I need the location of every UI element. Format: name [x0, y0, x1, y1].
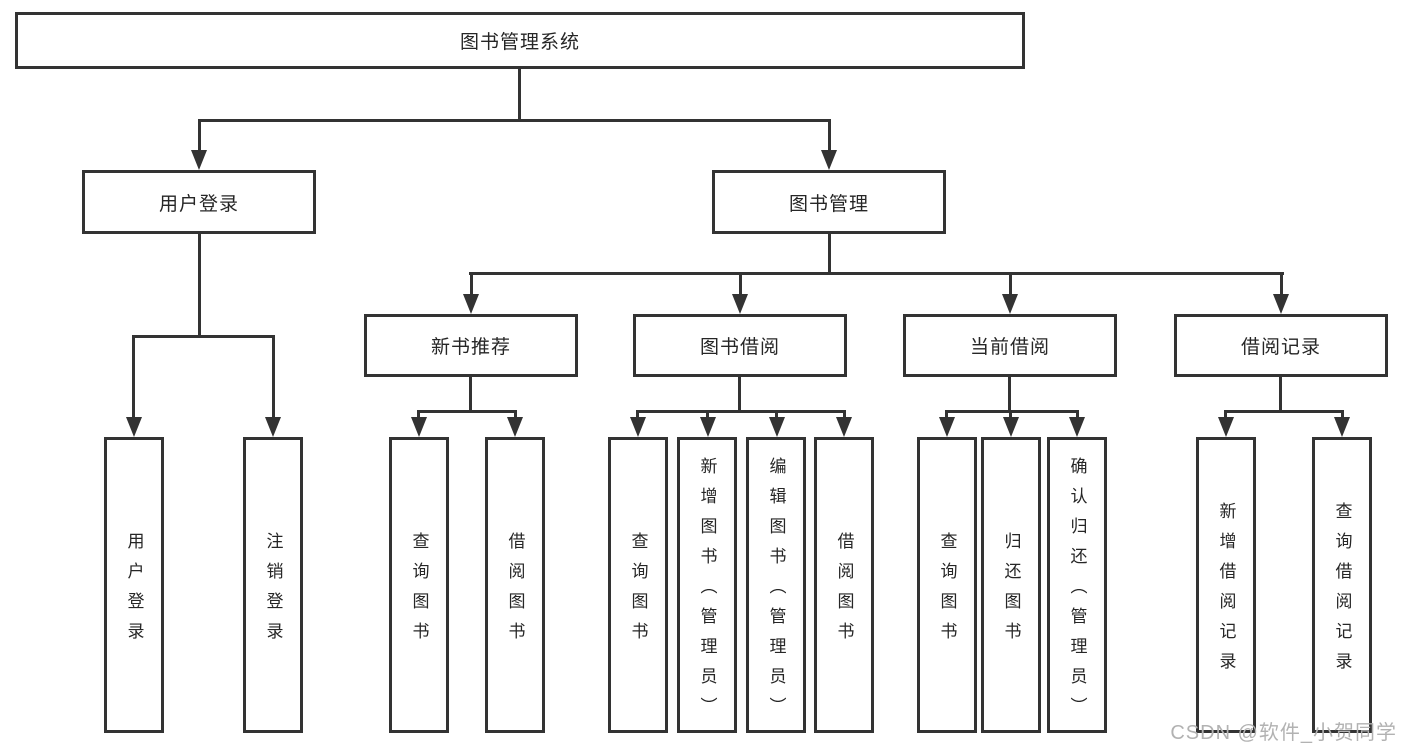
leaf-confirm-return-admin: 确认归还（管理员）: [1047, 437, 1107, 733]
arrowhead-down-icon: [700, 417, 716, 437]
arrowhead-down-icon: [769, 417, 785, 437]
leaf-user-login: 用户登录: [104, 437, 164, 733]
node-label: 新书推荐: [430, 337, 511, 358]
connector-line: [272, 335, 275, 418]
connector-line: [1008, 377, 1011, 410]
connector-line: [417, 410, 517, 413]
connector-line: [636, 410, 639, 418]
node-label: 借阅图书: [505, 531, 525, 652]
arrowhead-down-icon: [1273, 294, 1289, 314]
leaf-borrow-books-1: 借阅图书: [485, 437, 545, 733]
node-label: 用户登录: [158, 193, 239, 215]
arrowhead-down-icon: [1002, 294, 1018, 314]
node-label: 借阅图书: [834, 531, 854, 652]
connector-line: [706, 410, 709, 418]
connector-line: [945, 410, 948, 418]
connector-line: [739, 272, 742, 296]
node-current-borrowing: 当前借阅: [903, 314, 1117, 377]
connector-line: [132, 335, 275, 338]
node-label: 归还图书: [1001, 531, 1021, 652]
node-book-borrowing: 图书借阅: [633, 314, 847, 377]
node-label: 注销登录: [263, 531, 283, 652]
connector-line: [843, 410, 846, 418]
connector-line: [1280, 272, 1283, 296]
connector-line: [828, 234, 831, 272]
node-new-book-recommend: 新书推荐: [364, 314, 578, 377]
node-borrowing-records: 借阅记录: [1174, 314, 1388, 377]
leaf-query-books-3: 查询图书: [917, 437, 977, 733]
leaf-return-books: 归还图书: [981, 437, 1041, 733]
connector-line: [417, 410, 420, 418]
node-label: 查询图书: [409, 531, 429, 652]
connector-line: [470, 272, 473, 296]
connector-line: [514, 410, 517, 418]
arrowhead-down-icon: [1334, 417, 1350, 437]
connector-line: [1076, 410, 1079, 418]
connector-line: [775, 410, 778, 418]
node-label: 确认归还（管理员）: [1067, 456, 1087, 727]
connector-line: [198, 119, 831, 122]
leaf-add-borrow-record: 新增借阅记录: [1196, 437, 1256, 733]
connector-line: [132, 335, 135, 418]
leaf-borrow-books-2: 借阅图书: [814, 437, 874, 733]
arrowhead-down-icon: [732, 294, 748, 314]
leaf-logout: 注销登录: [243, 437, 303, 733]
connector-line: [1341, 410, 1344, 418]
arrowhead-down-icon: [411, 417, 427, 437]
arrowhead-down-icon: [1069, 417, 1085, 437]
arrowhead-down-icon: [836, 417, 852, 437]
connector-line: [1224, 410, 1227, 418]
connector-line: [828, 119, 831, 151]
node-user-login: 用户登录: [82, 170, 316, 234]
leaf-query-books-2: 查询图书: [608, 437, 668, 733]
leaf-edit-books-admin: 编辑图书（管理员）: [746, 437, 806, 733]
csdn-watermark: CSDN @软件_小贺同学: [1170, 722, 1397, 744]
node-label: 新增借阅记录: [1216, 501, 1236, 682]
node-label: 图书管理系统: [459, 32, 580, 53]
connector-line: [469, 377, 472, 410]
connector-line: [738, 377, 741, 410]
arrowhead-down-icon: [939, 417, 955, 437]
leaf-query-borrow-record: 查询借阅记录: [1312, 437, 1372, 733]
connector-line: [1224, 410, 1344, 413]
leaf-query-books-1: 查询图书: [389, 437, 449, 733]
arrowhead-down-icon: [630, 417, 646, 437]
arrowhead-down-icon: [191, 150, 207, 170]
node-label: 借阅记录: [1240, 337, 1321, 358]
connector-line: [198, 119, 201, 151]
arrowhead-down-icon: [1218, 417, 1234, 437]
node-label: 查询图书: [937, 531, 957, 652]
node-book-management: 图书管理: [712, 170, 946, 234]
arrowhead-down-icon: [821, 150, 837, 170]
arrowhead-down-icon: [1003, 417, 1019, 437]
node-label: 图书管理: [788, 193, 869, 215]
node-root-library-system: 图书管理系统: [15, 12, 1025, 69]
node-label: 当前借阅: [969, 337, 1050, 358]
arrowhead-down-icon: [126, 417, 142, 437]
connector-line: [469, 272, 1284, 275]
node-label: 用户登录: [124, 531, 144, 652]
node-label: 查询图书: [628, 531, 648, 652]
connector-line: [518, 69, 521, 119]
connector-line: [198, 234, 201, 335]
arrowhead-down-icon: [463, 294, 479, 314]
connector-line: [945, 410, 1079, 413]
connector-line: [636, 410, 846, 413]
node-label: 编辑图书（管理员）: [766, 456, 786, 727]
node-label: 图书借阅: [699, 337, 780, 358]
connector-line: [1009, 272, 1012, 296]
node-label: 新增图书（管理员）: [697, 456, 717, 727]
leaf-add-books-admin: 新增图书（管理员）: [677, 437, 737, 733]
arrowhead-down-icon: [265, 417, 281, 437]
connector-line: [1009, 410, 1012, 418]
arrowhead-down-icon: [507, 417, 523, 437]
connector-line: [1279, 377, 1282, 410]
node-label: 查询借阅记录: [1332, 501, 1352, 682]
